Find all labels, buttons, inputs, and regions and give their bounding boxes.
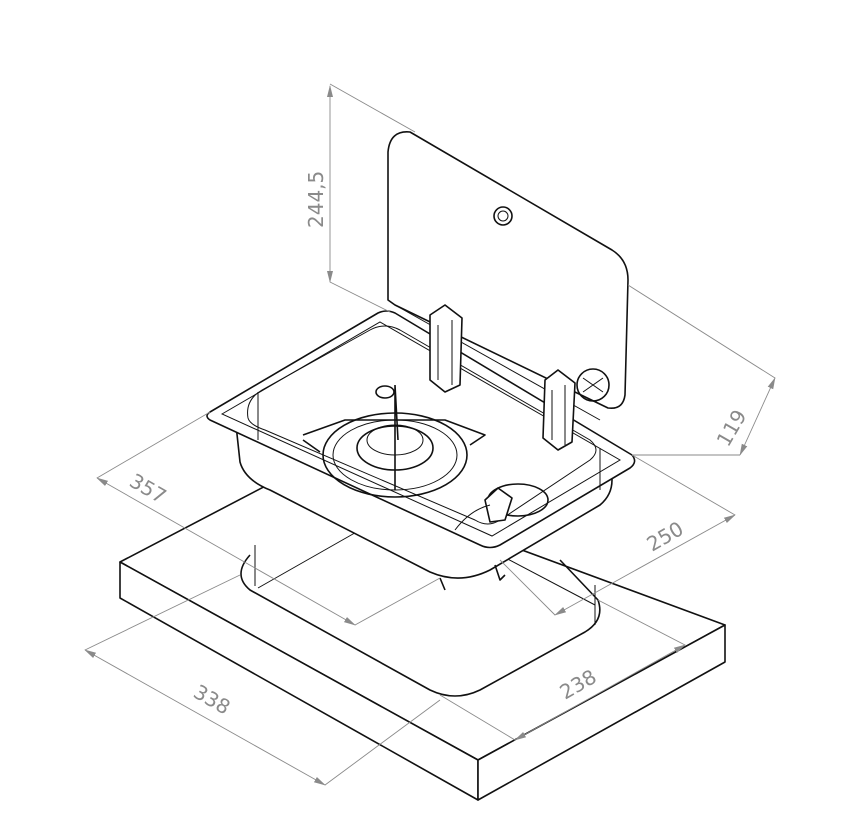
lid-catch [576,368,610,402]
hinge-right [542,369,576,451]
control-knob [454,483,549,531]
burner [302,384,486,498]
dimension-label: 244,5 [304,171,328,228]
lid-handle [493,206,513,226]
dimension-label: 250 [643,516,688,556]
glass-lid [387,131,629,451]
hinge-left [429,304,463,393]
dimension-lid-height: 244,5 [304,83,416,313]
dimension-lid-offset: 119 [627,284,776,456]
dimension-label: 357 [126,469,171,509]
dimension-label: 338 [190,680,235,720]
